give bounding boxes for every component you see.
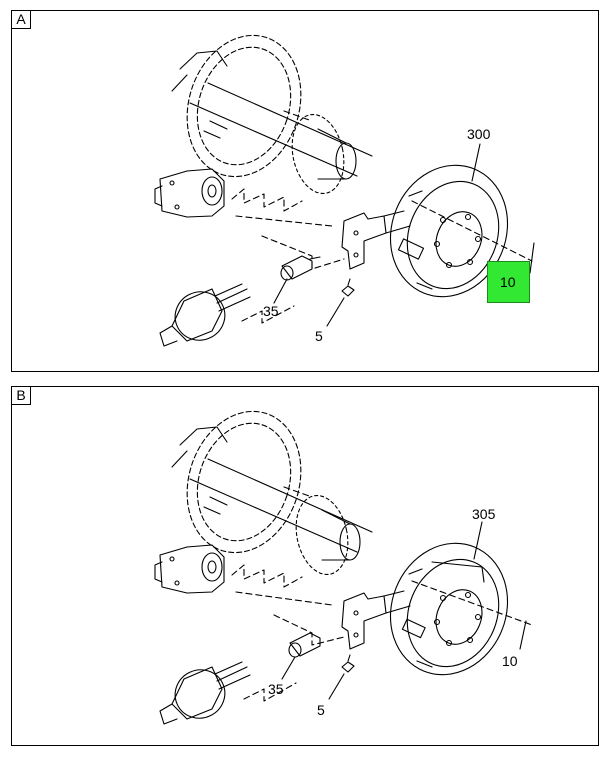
cam-bracket <box>154 168 225 218</box>
slack-adjuster <box>288 632 321 658</box>
panel-a-tag: A <box>12 11 31 29</box>
brake-drum <box>389 164 509 298</box>
callout-305: 305 <box>472 506 496 522</box>
slack-adjuster <box>280 255 321 281</box>
brake-chamber <box>159 661 251 725</box>
callout-300: 300 <box>467 126 491 142</box>
leader-lines <box>281 521 527 700</box>
guide-lines <box>231 486 533 702</box>
backing-plate <box>186 34 302 178</box>
panel-b-tag: B <box>12 387 31 405</box>
hub-flange <box>295 494 349 576</box>
hub-flange <box>291 113 345 195</box>
callout-10-b: 10 <box>502 653 518 669</box>
callout-5-b: 5 <box>317 702 325 718</box>
panel-b-illustration: 305 10 35 5 <box>154 410 533 725</box>
brake-chamber <box>159 283 251 347</box>
spindle <box>317 128 357 180</box>
axle-housing <box>171 426 373 553</box>
fitting <box>341 278 355 297</box>
spider-bracket <box>341 590 411 650</box>
panel-b: B <box>11 386 599 746</box>
callout-5-a: 5 <box>315 328 323 344</box>
callout-35-a: 35 <box>263 303 279 319</box>
callout-10-a: 10 <box>500 274 516 290</box>
spindle <box>321 509 361 561</box>
panel-a-illustration: 300 35 5 <box>154 34 535 347</box>
axle-housing <box>171 50 373 177</box>
spider-bracket <box>341 210 411 270</box>
panel-a: A <box>11 10 599 372</box>
cam-bracket <box>154 544 225 594</box>
callout-35-b: 35 <box>268 681 284 697</box>
fitting <box>341 654 355 673</box>
brake-drum <box>389 542 509 676</box>
backing-plate <box>186 410 302 554</box>
highlight-callout-10[interactable]: 10 <box>487 261 530 303</box>
